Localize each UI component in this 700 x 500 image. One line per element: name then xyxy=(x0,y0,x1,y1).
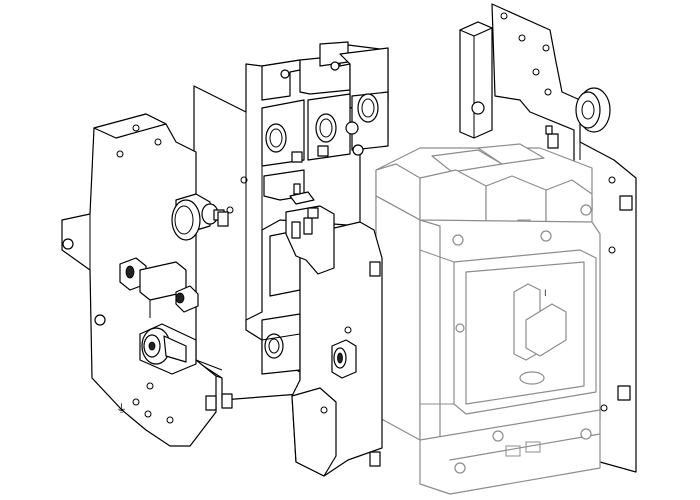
assembly-detail-lines xyxy=(195,249,455,405)
interlock-bracket xyxy=(285,183,335,275)
switch-indicator-label: I xyxy=(544,289,547,299)
terminal-housing-block xyxy=(193,41,389,401)
left-plate-clips xyxy=(205,211,233,411)
rear-plate-knob xyxy=(575,87,611,133)
rotary-switch-lower xyxy=(139,323,197,375)
interlock-shaft xyxy=(459,21,493,139)
rotary-knob-upper xyxy=(171,193,225,241)
ground-symbol: ⏚ xyxy=(116,402,127,415)
handle-mechanism xyxy=(119,257,199,318)
breaker-toggle-lever: I xyxy=(513,283,567,385)
locking-cylinder xyxy=(331,339,357,379)
